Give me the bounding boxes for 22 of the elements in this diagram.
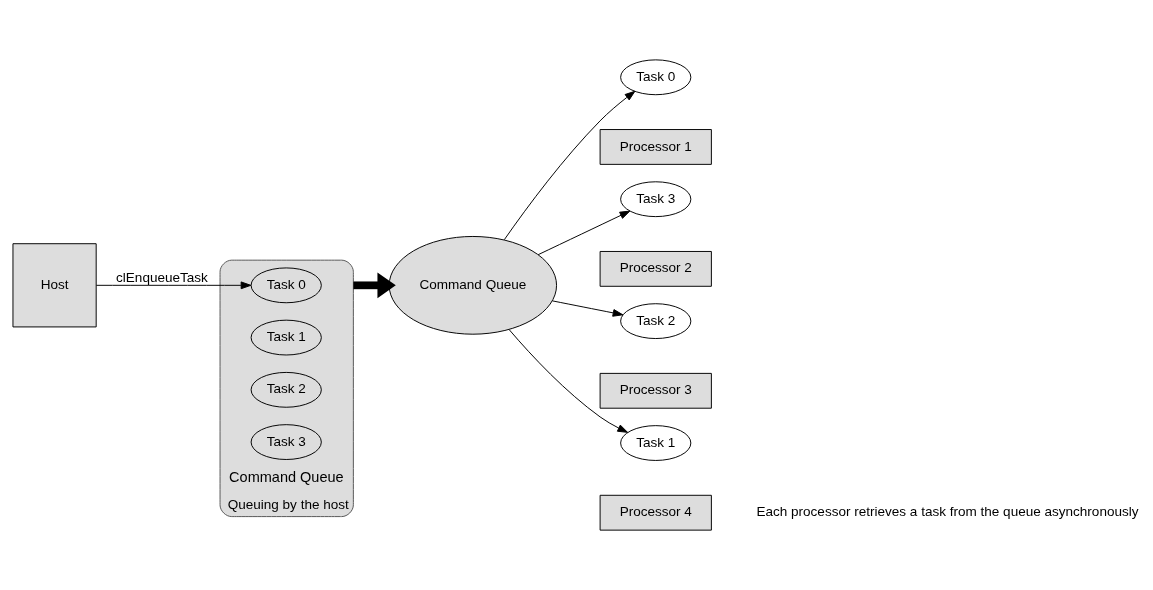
- arrow: [353, 272, 396, 299]
- node-box: Processor 1: [599, 129, 712, 165]
- arrow: [508, 329, 629, 433]
- arrow: [95, 281, 252, 290]
- node-box: Processor 4: [599, 494, 712, 531]
- node-box: Processor 2: [599, 250, 712, 287]
- node-ellipse: Task 2: [250, 371, 322, 408]
- node-ellipse: Task 0: [250, 267, 322, 304]
- node-box: Processor 3: [599, 372, 712, 409]
- node-ellipse: Command Queue: [388, 235, 558, 335]
- arrow: [537, 210, 631, 256]
- node-ellipse: Task 3: [250, 424, 322, 460]
- node-ellipse: Task 1: [250, 319, 322, 356]
- edge-label: clEnqueueTask: [116, 269, 208, 285]
- arrow: [503, 90, 636, 241]
- node-ellipse: Task 2: [620, 303, 692, 340]
- node-ellipse: Task 0: [620, 59, 692, 96]
- node-label: Queuing by the host: [227, 497, 349, 513]
- label: Each processor retrieves a task from the queue asynchronously: [756, 504, 1139, 520]
- node-ellipse: Task 1: [620, 425, 692, 461]
- arrow: [551, 300, 624, 317]
- node-box: Host: [12, 243, 97, 328]
